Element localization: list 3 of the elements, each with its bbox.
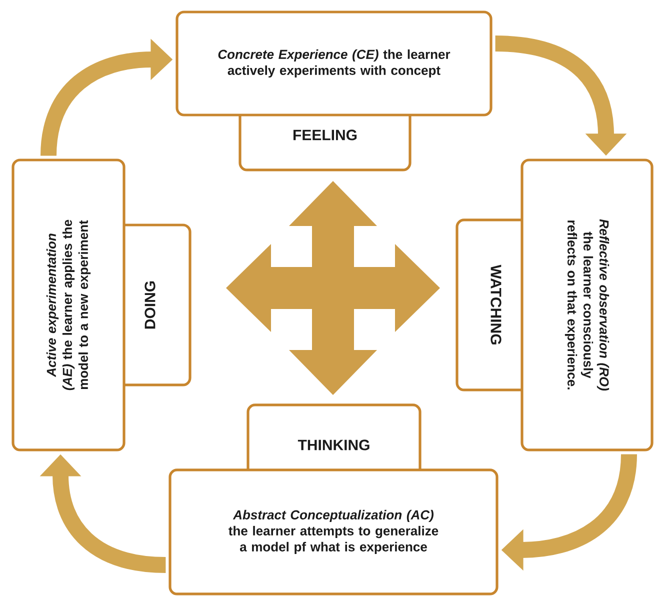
stage-box: Abstract Conceptualization (AC) the learner attempts to generalize a model pf what is experience (168, 468, 498, 596)
stage-box: Reflective observation (RO) the learner consciously reflects on that experience. (520, 158, 654, 452)
stage-box: Concrete Experience (CE) the learner actively experiments with concept (176, 10, 492, 116)
